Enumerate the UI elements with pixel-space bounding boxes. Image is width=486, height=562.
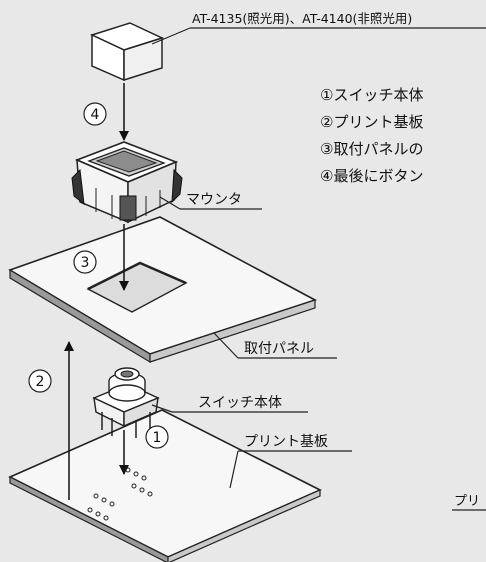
label-mounter: マウンタ bbox=[186, 192, 242, 208]
step-marker-4: 4 bbox=[83, 102, 107, 126]
step-marker-3: 3 bbox=[73, 250, 97, 274]
switch-body bbox=[92, 367, 160, 438]
leader-mounter bbox=[159, 196, 181, 210]
label-switch-body: スイッチ本体 bbox=[198, 395, 282, 411]
leader-button-models bbox=[151, 27, 191, 45]
step-marker-1: 1 bbox=[145, 425, 169, 449]
leader-pcb bbox=[229, 450, 239, 489]
step-marker-2: 2 bbox=[28, 369, 52, 393]
button-cap bbox=[89, 22, 165, 82]
label-button-models: AT-4135(照光用)、AT-4140(非照光用) bbox=[192, 11, 412, 26]
step-text-1: ①スイッチ本体 bbox=[320, 86, 423, 104]
mounter bbox=[71, 141, 183, 224]
svg-text:1: 1 bbox=[153, 430, 162, 446]
svg-text:2: 2 bbox=[36, 374, 45, 390]
label-pcb-cut: プリ bbox=[454, 494, 480, 509]
svg-text:3: 3 bbox=[81, 255, 90, 271]
leader-switch-body bbox=[151, 404, 173, 413]
step-text-2: ②プリント基板 bbox=[320, 113, 423, 131]
step-text-4: ④最後にボタン bbox=[320, 167, 423, 185]
leader-mounting-panel bbox=[213, 332, 239, 359]
pcb-board bbox=[8, 409, 322, 562]
label-pcb: プリント基板 bbox=[244, 433, 328, 450]
svg-text:4: 4 bbox=[91, 107, 100, 123]
label-mounting-panel: 取付パネル bbox=[244, 341, 314, 357]
pcb-holes bbox=[87, 467, 153, 521]
step-text-3: ③取付パネルの bbox=[320, 140, 423, 158]
